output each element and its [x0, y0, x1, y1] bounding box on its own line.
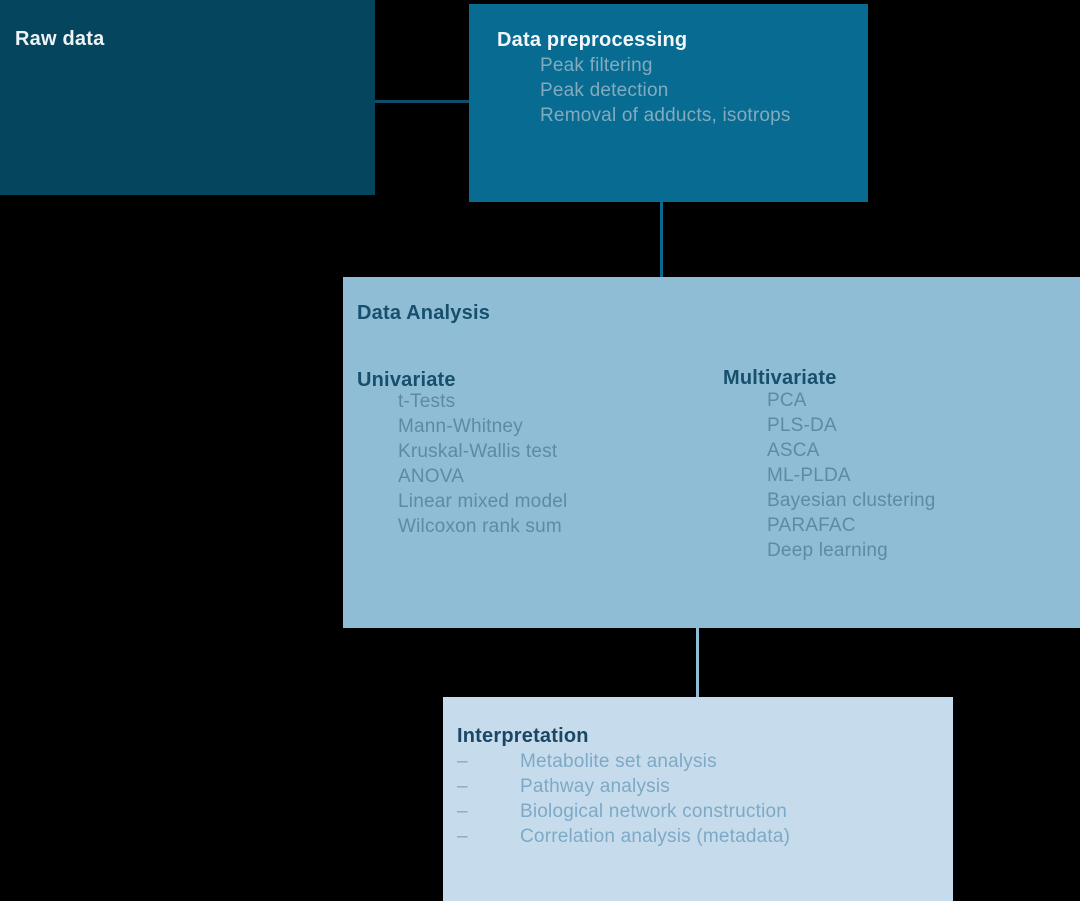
dash-bullet: –	[457, 801, 468, 822]
raw-data-box: Raw data	[0, 0, 375, 195]
list-item: PARAFAC	[767, 515, 856, 536]
list-item-label: Metabolite set analysis	[520, 751, 717, 772]
list-item: – Pathway analysis	[457, 774, 790, 799]
raw-data-title: Raw data	[15, 27, 105, 50]
dash-bullet: –	[457, 751, 468, 772]
list-item-label: Biological network construction	[520, 801, 788, 822]
univariate-heading: Univariate	[357, 369, 456, 391]
preprocessing-title: Data preprocessing	[497, 28, 688, 51]
list-item: – Metabolite set analysis	[457, 749, 790, 774]
list-item: Mann-Whitney	[398, 416, 523, 437]
list-item: ASCA	[767, 440, 820, 461]
list-item: Peak filtering	[540, 55, 653, 76]
dash-bullet: –	[457, 826, 468, 847]
list-item: Wilcoxon rank sum	[398, 516, 562, 537]
list-item: t-Tests	[398, 391, 456, 412]
arrow-raw-to-preprocessing-line	[375, 100, 501, 103]
interpretation-list: – Metabolite set analysis – Pathway anal…	[457, 749, 790, 849]
list-item: Kruskal-Wallis test	[398, 441, 558, 462]
arrow-preprocessing-to-analysis-line	[660, 202, 663, 282]
list-item: Peak detection	[540, 80, 669, 101]
list-item: PCA	[767, 390, 807, 411]
list-item-label: Correlation analysis (metadata)	[520, 826, 791, 847]
multivariate-heading: Multivariate	[723, 367, 837, 389]
list-item: – Biological network construction	[457, 799, 790, 824]
list-item: Removal of adducts, isotrops	[540, 105, 791, 126]
list-item: Deep learning	[767, 540, 888, 561]
list-item: – Correlation analysis (metadata)	[457, 824, 790, 849]
list-item: Bayesian clustering	[767, 490, 936, 511]
arrow-analysis-to-interpretation-line	[696, 628, 699, 709]
dash-bullet: –	[457, 776, 468, 797]
list-item: ANOVA	[398, 466, 465, 487]
list-item: ML-PLDA	[767, 465, 851, 486]
list-item: PLS-DA	[767, 415, 837, 436]
list-item-label: Pathway analysis	[520, 776, 670, 797]
interpretation-title: Interpretation	[457, 724, 589, 747]
list-item: Linear mixed model	[398, 491, 568, 512]
data-analysis-title: Data Analysis	[357, 301, 491, 324]
interpretation-box: Interpretation – Metabolite set analysis…	[443, 697, 953, 901]
